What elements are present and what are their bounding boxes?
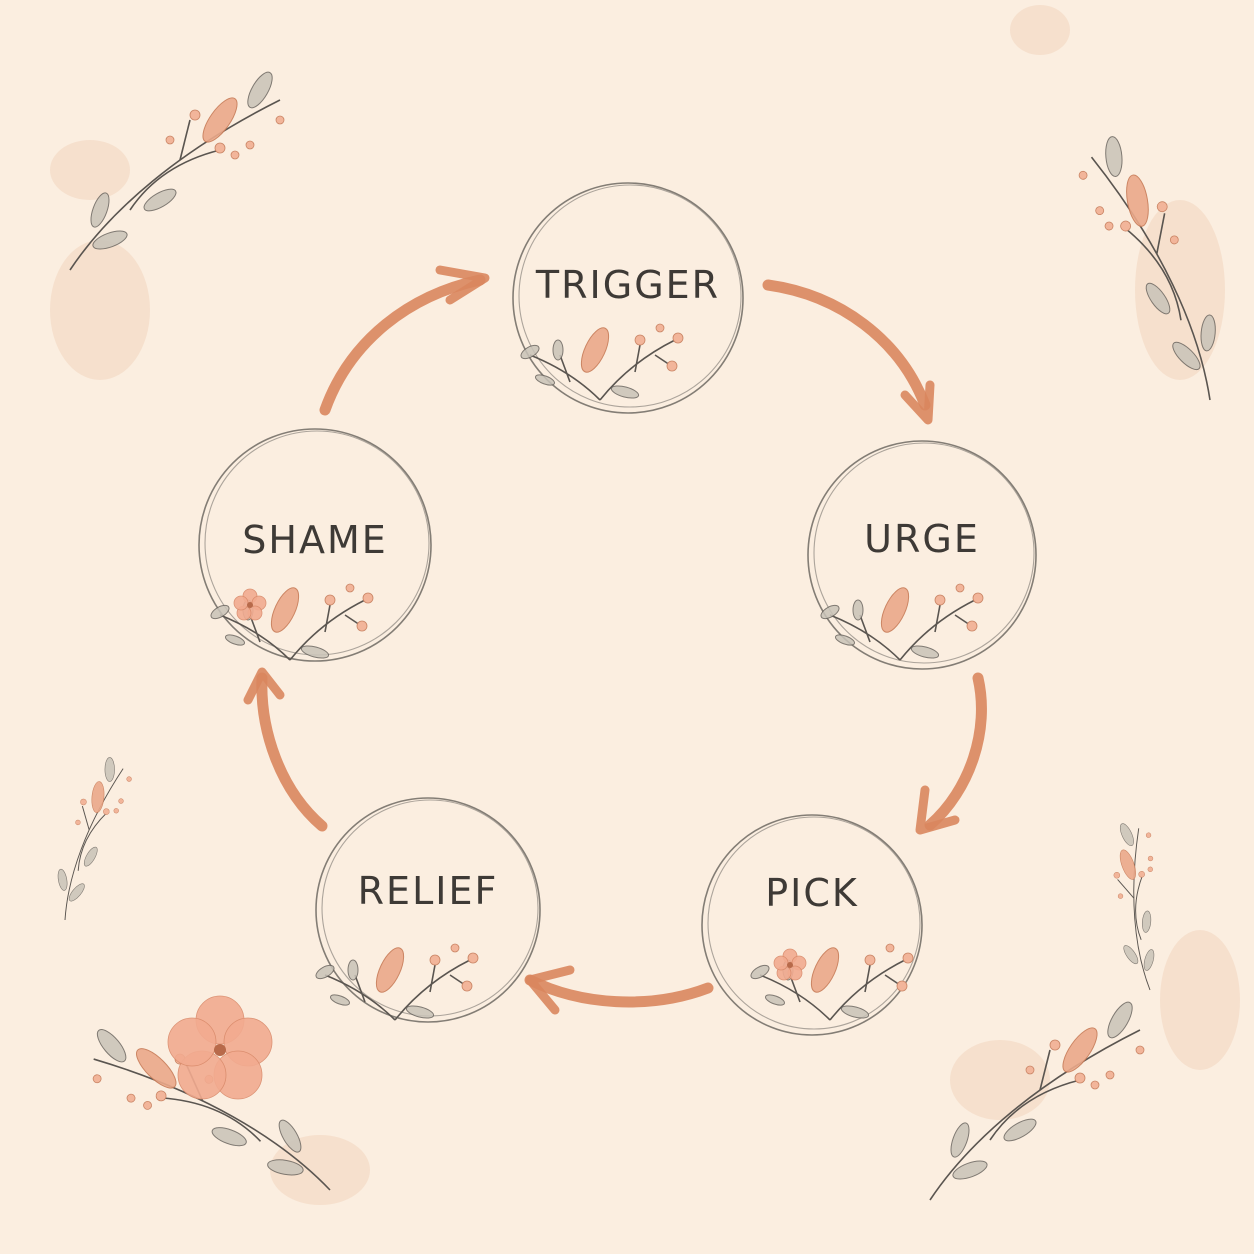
corner-decoration-bottom-right: [929, 815, 1240, 1201]
arrow-trigger-to-urge: [762, 279, 935, 425]
node-label-relief: RELIEF: [358, 869, 499, 913]
node-label-trigger: TRIGGER: [535, 263, 720, 307]
node-shame: SHAME: [198, 428, 432, 662]
node-label-pick: PICK: [765, 871, 859, 915]
node-urge: URGE: [807, 440, 1037, 670]
node-trigger: TRIGGER: [512, 182, 744, 414]
node-label-urge: URGE: [864, 517, 980, 561]
flower-icon: [167, 995, 273, 1100]
node-relief: RELIEF: [313, 797, 541, 1023]
corner-decoration-top-right: [1010, 5, 1254, 401]
arrow-relief-to-shame: [243, 667, 328, 832]
corner-decoration-bottom-left: [4, 750, 370, 1228]
node-label-shame: SHAME: [242, 518, 388, 562]
arrow-pick-to-relief: [524, 965, 714, 1015]
arrow-urge-to-pick: [915, 672, 987, 835]
arrow-shame-to-trigger: [319, 265, 490, 416]
corner-decoration-top-left: [50, 67, 285, 380]
node-pick: PICK: [701, 814, 923, 1036]
